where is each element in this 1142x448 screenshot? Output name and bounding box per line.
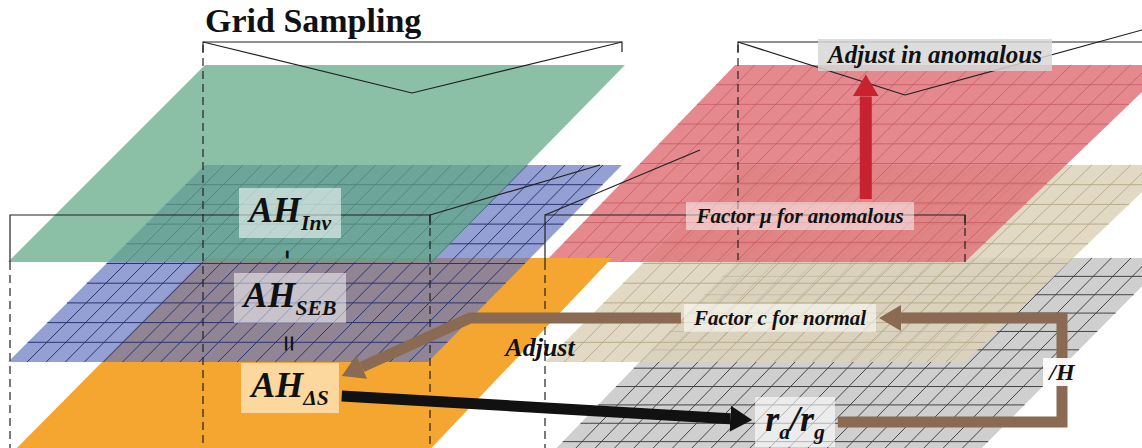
bracket — [203, 42, 622, 52]
grid-line — [564, 242, 986, 243]
flow-arrow — [838, 318, 1062, 422]
subscript-text: SEB — [296, 296, 337, 320]
node-text: r — [765, 399, 779, 439]
node-text: AH — [244, 275, 296, 315]
subscript-text: ΔS — [303, 386, 329, 410]
grid-line — [643, 263, 1068, 264]
node-text: Factor c for normal — [694, 306, 866, 330]
subscript-text: g — [814, 420, 825, 444]
grid-line — [697, 104, 1129, 105]
grid-line — [716, 84, 1142, 85]
grid-line — [659, 143, 1088, 144]
factor-box: Factor μ for anomalous — [686, 202, 913, 230]
node-text: / — [790, 399, 800, 439]
relation-text: = — [273, 334, 306, 351]
quantity-box: AHΔS — [241, 363, 339, 412]
node-text: AH — [251, 365, 303, 405]
node-text: Factor μ for anomalous — [696, 204, 903, 228]
relation-sign: = — [281, 327, 298, 360]
grid-line — [28, 342, 448, 343]
ratio-box: ra/rg — [755, 397, 835, 446]
grid-line — [621, 183, 1047, 184]
subscript-text: Inv — [301, 211, 331, 235]
edge-label: Adjust — [499, 333, 580, 364]
plane-surface — [545, 65, 1142, 262]
diagram-title: Grid Sampling — [205, 2, 421, 39]
plane-surface — [8, 65, 625, 262]
quantity-box: AHInv — [239, 188, 341, 237]
flow-arrow — [362, 318, 681, 367]
flow-arrow — [342, 396, 730, 419]
bracket — [10, 215, 430, 262]
bracket-line — [412, 42, 622, 93]
grid-line — [623, 283, 1047, 284]
node-text: Adjust in anomalous — [828, 41, 1042, 68]
plane — [8, 65, 625, 262]
guide-lines — [10, 30, 1142, 448]
edge-label: /H — [1043, 358, 1080, 386]
bracket-line — [430, 165, 600, 215]
quantity-box: AHSEB — [234, 273, 347, 322]
grid-line — [107, 263, 526, 264]
factor-box: Factor c for normal — [684, 304, 876, 332]
grid-planes — [5, 65, 1142, 448]
node-text: AH — [249, 190, 301, 230]
dashed-guide — [202, 45, 203, 448]
grid-line — [565, 342, 986, 343]
node-text: r — [800, 399, 814, 439]
relation-sign: - — [285, 238, 295, 271]
grid-line — [640, 163, 1068, 164]
grid-line — [616, 386, 1043, 387]
relation-text: - — [274, 249, 307, 259]
bracket-line — [203, 42, 412, 93]
bracket-line — [545, 150, 700, 215]
grid-line — [634, 368, 1061, 369]
flow-arrow — [860, 96, 872, 199]
plane — [545, 65, 1142, 262]
subscript-text: a — [779, 420, 790, 444]
grid-line — [678, 124, 1109, 125]
dashed-guide — [9, 262, 10, 448]
step-box: Adjust in anomalous — [818, 39, 1052, 72]
